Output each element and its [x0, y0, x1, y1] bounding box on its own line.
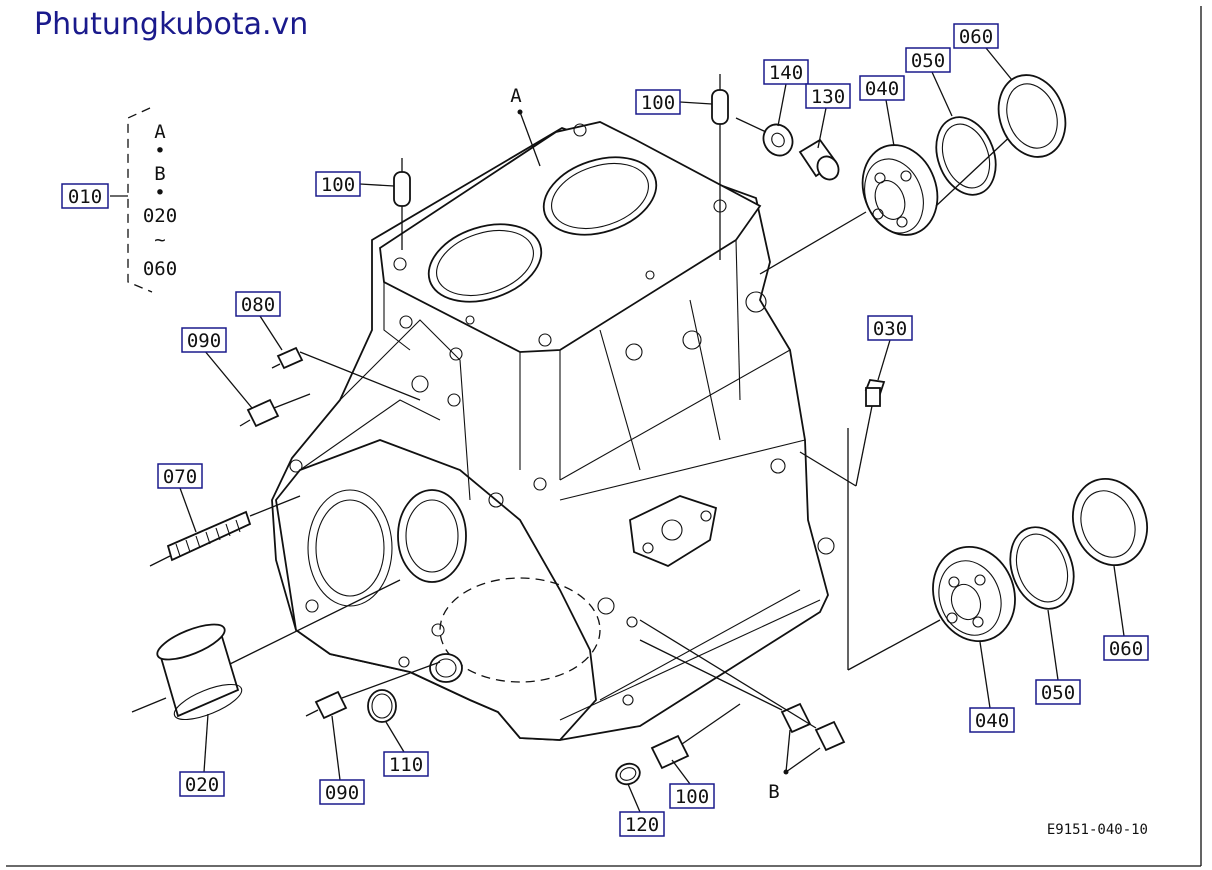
- callout-020: 020: [185, 774, 219, 796]
- callout-080: 080: [241, 294, 275, 316]
- leader-ref-b: [785, 729, 791, 773]
- set-item-060: 060: [143, 258, 177, 280]
- set-group-bracket: A • B • 020 ~ 060: [110, 107, 177, 293]
- part-bolt-030: [799, 379, 886, 670]
- part-ball-bearing-040-top: [759, 144, 939, 275]
- ref-a-dot: [517, 109, 523, 115]
- part-o-ring-110: [367, 689, 397, 723]
- callout-070: 070: [163, 466, 197, 488]
- set-bullet-2: •: [154, 182, 165, 204]
- callout-050-right: 050: [1041, 682, 1075, 704]
- callout-100-top: 100: [641, 92, 675, 114]
- callout-140: 140: [769, 62, 803, 84]
- part-circlip-050-right: [1009, 526, 1075, 610]
- part-pin-090-top: [239, 393, 311, 428]
- set-range-mark: ~: [154, 229, 165, 251]
- brand-watermark: Phutungkubota.vn: [34, 7, 308, 42]
- callout-120: 120: [625, 814, 659, 836]
- part-oil-seal-060-top: [997, 74, 1067, 158]
- set-item-a: A: [154, 121, 166, 143]
- callout-040-right: 040: [975, 710, 1009, 732]
- callout-100-bottom: 100: [675, 786, 709, 808]
- set-item-020: 020: [143, 205, 177, 227]
- callout-030: 030: [873, 318, 907, 340]
- set-bullet-1: •: [154, 140, 165, 162]
- callout-090-bottom: 090: [325, 782, 359, 804]
- part-ball-bearing-040-right: [847, 545, 1016, 671]
- callout-110: 110: [389, 754, 423, 776]
- callout-010: 010: [68, 186, 102, 208]
- set-item-b: B: [154, 163, 165, 185]
- callout-040-top: 040: [865, 78, 899, 100]
- leader-lines: [179, 47, 1125, 813]
- callout-050-top: 050: [911, 50, 945, 72]
- part-circlip-050-top: [935, 115, 1033, 207]
- drawing-code: E9151-040-10: [1047, 822, 1148, 838]
- part-stud-070: [149, 495, 301, 567]
- part-dowel-pin-100-left: [393, 158, 411, 250]
- callout-130: 130: [811, 86, 845, 108]
- part-pin-080: [271, 346, 421, 401]
- part-plug-130: [798, 138, 840, 181]
- callout-100-left: 100: [321, 174, 355, 196]
- callout-labels: 010 100 140 130 040 050 060 100 080 090 …: [61, 23, 1149, 837]
- part-washer-140: [735, 117, 794, 157]
- ref-marker-b: B: [768, 781, 779, 803]
- callout-060-top: 060: [959, 26, 993, 48]
- part-pin-090-bottom: [305, 661, 441, 720]
- part-o-ring-120: [615, 762, 641, 786]
- ref-b-dot: [783, 769, 789, 775]
- part-oil-seal-060-right: [1072, 477, 1148, 567]
- crankcase-block: [271, 121, 835, 741]
- callout-090-top: 090: [187, 330, 221, 352]
- ref-marker-a: A: [510, 85, 522, 107]
- part-bushing-020: [131, 579, 401, 721]
- part-dowel-pair-b: [639, 619, 846, 752]
- part-dowel-pin-100-top: [711, 74, 729, 260]
- part-dowel-pin-100-bottom: [650, 703, 741, 770]
- callout-060-right: 060: [1109, 638, 1143, 660]
- leader-ref-a: [519, 111, 541, 167]
